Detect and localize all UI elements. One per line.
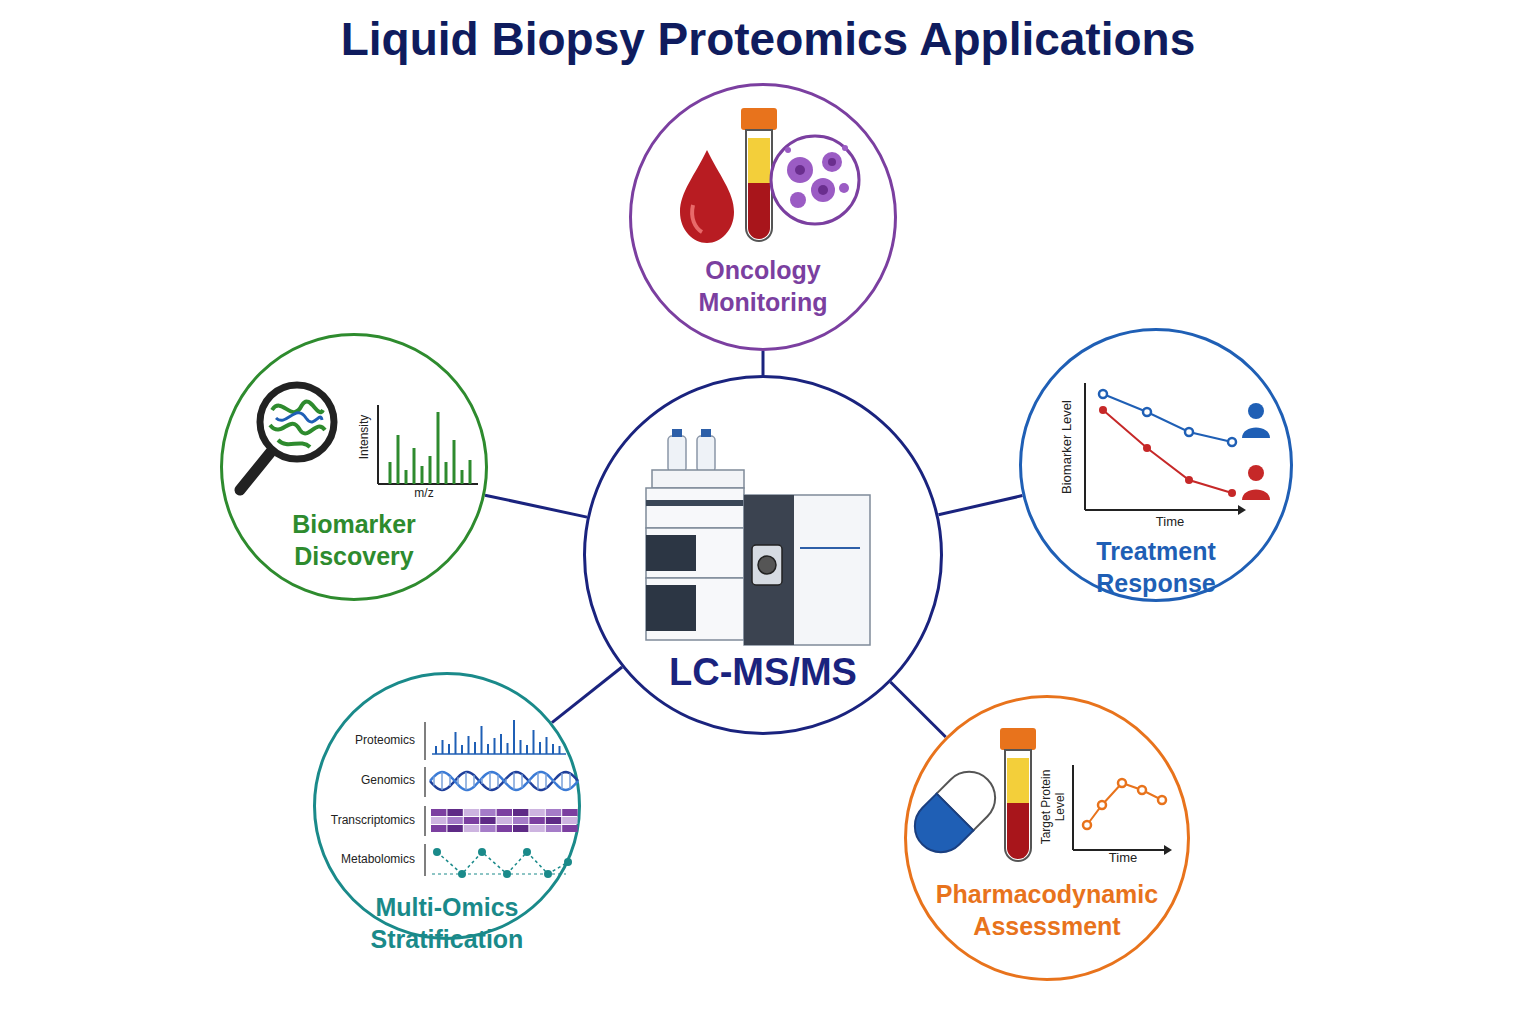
connector-line	[763, 351, 764, 375]
axis-label: Time	[1156, 515, 1184, 530]
application-label: Biomarker Discovery	[247, 508, 461, 572]
connector-line	[552, 667, 622, 723]
axis-label: Time	[1109, 851, 1137, 866]
axis-label: m/z	[414, 487, 433, 501]
application-label: Multi-Omics Stratification	[340, 891, 554, 955]
row-label: Proteomics	[355, 734, 415, 748]
lc-ms-instrument	[646, 429, 870, 645]
axis-label: Biomarker Level	[1060, 400, 1075, 494]
row-label: Metabolomics	[341, 853, 415, 867]
treatment-chart	[1085, 383, 1270, 515]
application-label: Oncology Monitoring	[656, 254, 870, 318]
hub-label: LC-MS/MS	[669, 648, 857, 697]
application-label: Pharmacodynamic Assessment	[933, 878, 1162, 942]
connector-line	[938, 496, 1022, 515]
connector-line	[485, 495, 587, 517]
omics-circle: Multi-Omics Stratification	[313, 672, 581, 940]
axis-label: Intensity	[358, 415, 372, 460]
diagram-title: Liquid Biopsy Proteomics Applications	[0, 12, 1536, 66]
oncology-icon	[680, 108, 859, 243]
biomarker-icon	[240, 385, 478, 490]
application-label: Treatment Response	[1046, 535, 1265, 599]
row-label: Transcriptomics	[331, 814, 415, 828]
row-label: Genomics	[361, 774, 415, 788]
multi-omics-rows	[425, 720, 578, 878]
pharmacodynamic-icon	[904, 728, 1172, 863]
connector-line	[891, 682, 946, 737]
axis-label: Target Protein Level	[1040, 759, 1068, 855]
